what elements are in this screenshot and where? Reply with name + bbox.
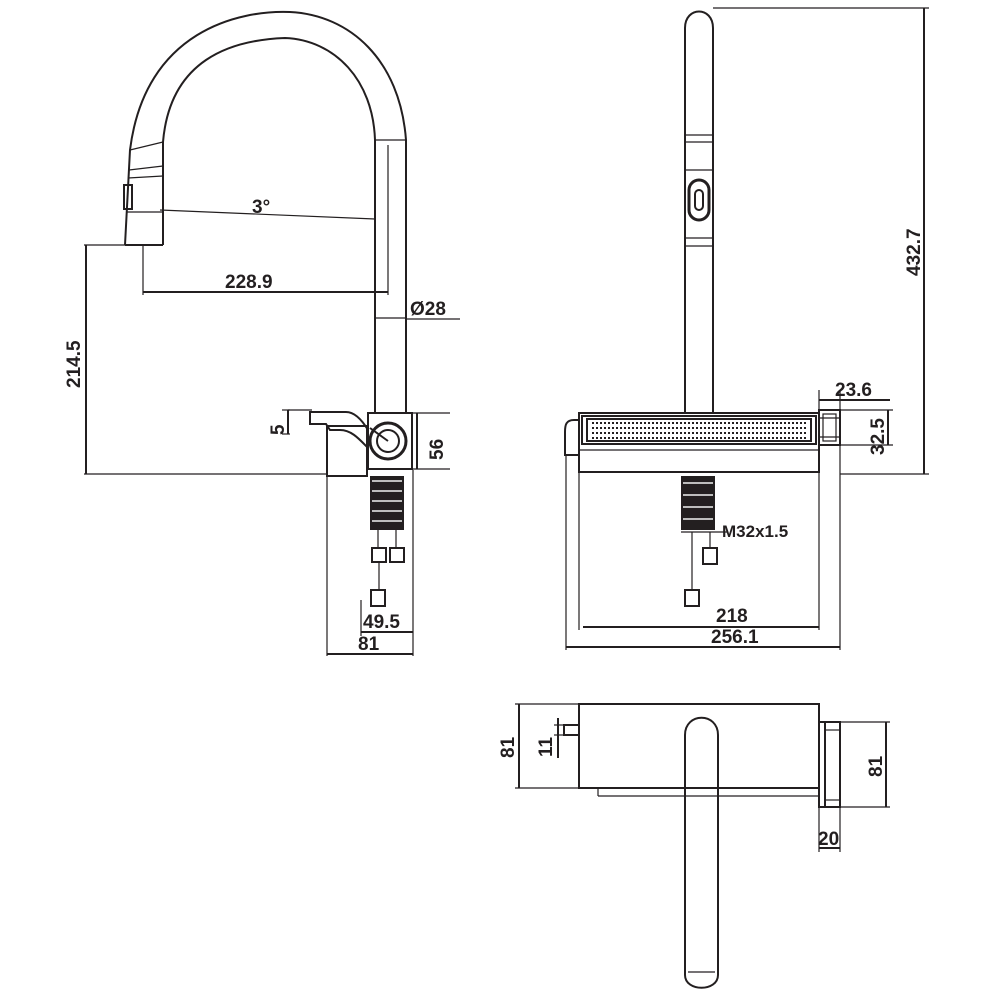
thread-label: M32x1.5 bbox=[722, 522, 788, 541]
spout-outline bbox=[124, 10, 407, 413]
top-body bbox=[578, 703, 820, 789]
mixer-body bbox=[287, 409, 413, 477]
top-view: 81 11 81 20 bbox=[498, 703, 890, 989]
total-height-label: 432.7 bbox=[904, 228, 925, 276]
handle-offset-label: 5 bbox=[268, 424, 289, 435]
side-view: 3° 228.9 Ø28 214.5 5 bbox=[64, 10, 460, 656]
base-width-label: 81 bbox=[358, 634, 380, 655]
overall-length-label: 256.1 bbox=[711, 627, 759, 648]
tab-depth-label: 11 bbox=[536, 736, 557, 757]
bracket-offset-label: 20 bbox=[818, 829, 839, 850]
bracket-height-label: 32.5 bbox=[868, 418, 889, 455]
reach-label: 228.9 bbox=[225, 272, 273, 293]
spray-head bbox=[123, 139, 406, 319]
bracket-width-label: 23.6 bbox=[835, 380, 872, 401]
spout-inner-outline bbox=[162, 36, 376, 413]
left-depth-label: 81 bbox=[498, 736, 519, 758]
right-depth-label: 81 bbox=[866, 755, 887, 777]
front-view: M32x1.5 218 256.1 23.6 32.5 432.7 bbox=[564, 7, 929, 650]
inner-length-label: 218 bbox=[716, 606, 748, 627]
inner-width-label: 49.5 bbox=[363, 612, 400, 633]
front-shank bbox=[681, 476, 715, 530]
side-bracket bbox=[818, 409, 841, 446]
aerator-grid bbox=[592, 422, 806, 439]
diameter-label: Ø28 bbox=[410, 299, 446, 320]
height-label: 214.5 bbox=[64, 340, 85, 388]
front-pipe bbox=[684, 10, 714, 413]
angle-label: 3° bbox=[252, 197, 270, 218]
top-handle bbox=[684, 716, 719, 989]
cascade-body bbox=[578, 412, 820, 473]
top-bracket bbox=[818, 721, 841, 808]
body-height-label: 56 bbox=[427, 439, 448, 460]
spray-button bbox=[687, 178, 711, 222]
